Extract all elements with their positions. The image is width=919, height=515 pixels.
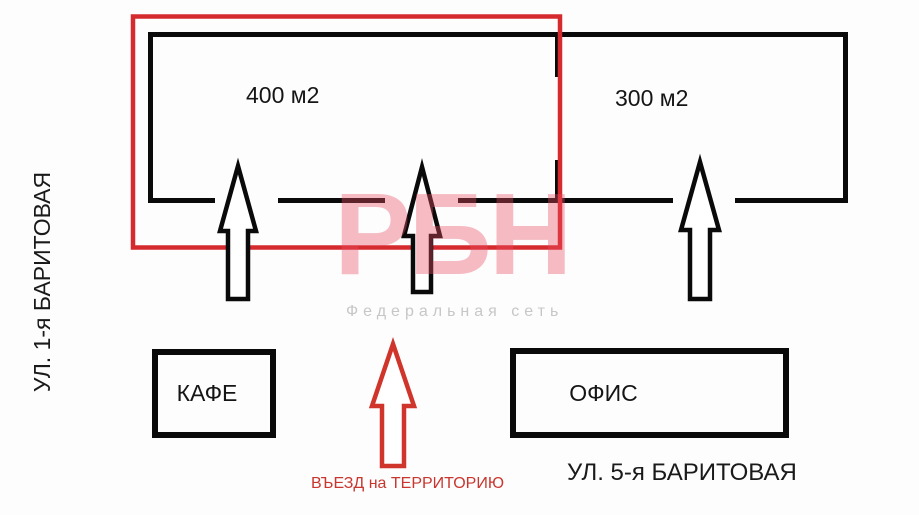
watermark-tagline: Федеральная сеть: [346, 303, 564, 320]
building-outline: [148, 32, 848, 203]
highlight-rectangle: [130, 14, 563, 250]
entrance-arrow-icon: [368, 336, 418, 469]
cafe-label: КАФЕ: [176, 380, 238, 406]
street-label-left: УЛ. 1-я БАРИТОВАЯ: [29, 171, 55, 393]
exit-arrow-icon: [217, 157, 259, 302]
exit-arrow-icon: [401, 158, 443, 295]
office-label: ОФИС: [569, 379, 638, 406]
office-building: ОФИС: [510, 348, 789, 438]
watermark-logo: РБН: [334, 169, 573, 299]
entrance-label: ВЪЕЗД на ТЕРРИТОРИЮ: [311, 475, 505, 492]
cafe-building: КАФЕ: [152, 349, 276, 438]
exit-arrow-icon: [678, 153, 722, 302]
unit-area-label-300: 300 м2: [615, 85, 689, 111]
unit-area-label-400: 400 м2: [246, 82, 320, 108]
street-label-bottom: УЛ. 5-я БАРИТОВАЯ: [567, 459, 797, 486]
